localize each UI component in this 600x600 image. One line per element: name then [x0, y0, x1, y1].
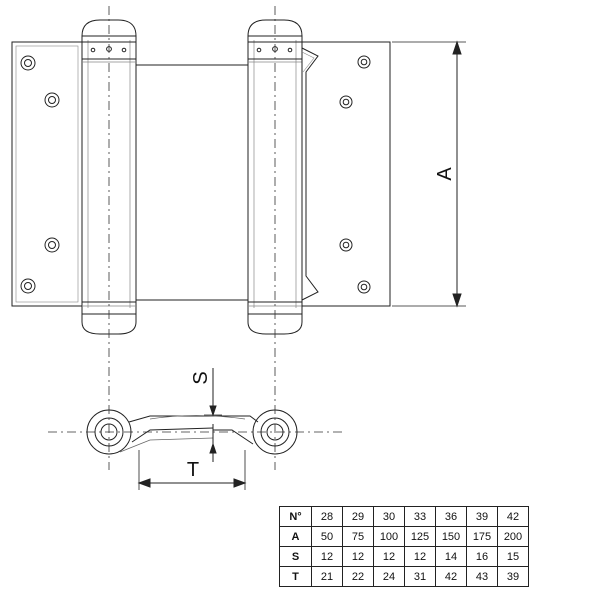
table-cell: 15: [497, 546, 529, 567]
row-header: S: [279, 546, 312, 567]
table-row: S 12 12 12 12 14 16 15: [279, 546, 529, 567]
table-cell: 28: [311, 506, 343, 527]
table-cell: 43: [466, 566, 498, 587]
hinge-spring-body: [136, 64, 248, 301]
row-header: T: [279, 566, 312, 587]
table-cell: 16: [466, 546, 498, 567]
dimension-a: [392, 40, 466, 308]
table-cell: 42: [497, 506, 529, 527]
table-row: A 50 75 100 125 150 175 200: [279, 526, 529, 547]
table-row: N° 28 29 30 33 36 39 42: [279, 506, 529, 527]
table-cell: 50: [311, 526, 343, 547]
dimension-a-label: A: [434, 167, 456, 181]
table-cell: 42: [435, 566, 467, 587]
table-cell: 29: [342, 506, 374, 527]
table-cell: 200: [497, 526, 529, 547]
left-leaf-screw-holes: [20, 55, 60, 294]
centerlines: [48, 6, 342, 470]
dimension-s: [204, 368, 222, 462]
table-cell: 12: [404, 546, 436, 567]
table-cell: 175: [466, 526, 498, 547]
table-cell: 33: [404, 506, 436, 527]
specification-table: N° 28 29 30 33 36 39 42 A 50 75 100 125 …: [279, 506, 529, 587]
hinge-plan-view: [86, 409, 298, 455]
table-cell: 39: [497, 566, 529, 587]
table-cell: 22: [342, 566, 374, 587]
table-cell: 30: [373, 506, 405, 527]
right-leaf-screw-holes: [339, 55, 371, 294]
dimension-t-label: T: [187, 459, 199, 481]
row-header: A: [279, 526, 312, 547]
table-cell: 12: [342, 546, 374, 567]
table-cell: 12: [373, 546, 405, 567]
dimension-s-label: S: [190, 371, 212, 384]
right-hinge-leaf: [301, 41, 391, 307]
left-hinge-leaf: [11, 41, 83, 307]
table-cell: 75: [342, 526, 374, 547]
table-cell: 150: [435, 526, 467, 547]
table-cell: 125: [404, 526, 436, 547]
table-cell: 12: [311, 546, 343, 567]
table-cell: 36: [435, 506, 467, 527]
table-cell: 14: [435, 546, 467, 567]
table-cell: 24: [373, 566, 405, 587]
table-cell: 21: [311, 566, 343, 587]
table-cell: 31: [404, 566, 436, 587]
table-cell: 39: [466, 506, 498, 527]
row-header: N°: [279, 506, 312, 527]
dimension-t: [137, 450, 247, 490]
table-row: T 21 22 24 31 42 43 39: [279, 566, 529, 587]
table-cell: 100: [373, 526, 405, 547]
